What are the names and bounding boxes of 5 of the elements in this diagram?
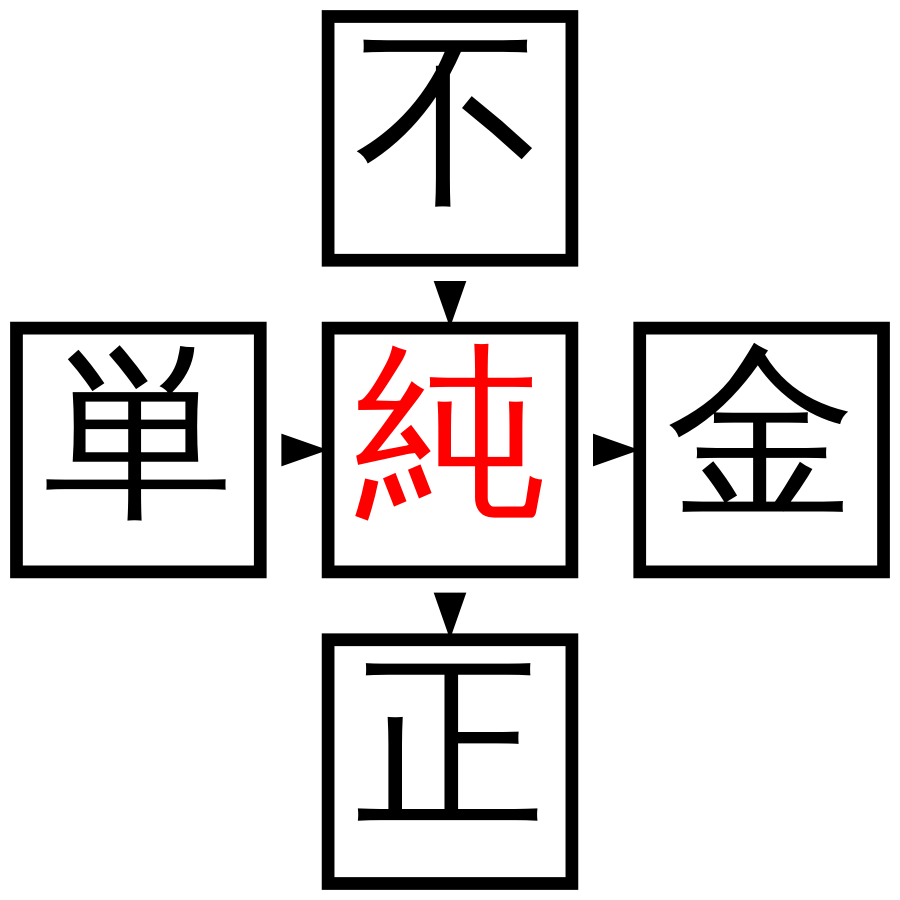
node-box: 不 bbox=[322, 10, 578, 267]
node-box: 純 bbox=[322, 322, 578, 578]
node-box: 単 bbox=[10, 322, 267, 578]
node-box: 正 bbox=[322, 633, 578, 890]
node-box: 金 bbox=[633, 322, 890, 578]
